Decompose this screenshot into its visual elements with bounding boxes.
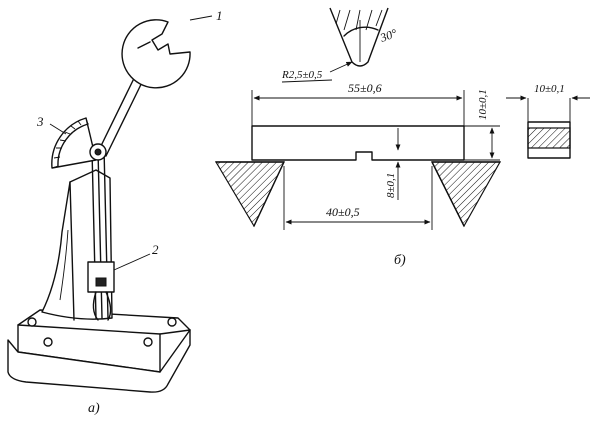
span-label: 40±0,5: [326, 205, 360, 219]
support-right: [431, 161, 502, 228]
angle-scale: [51, 117, 97, 169]
callout-scale: 3: [36, 114, 44, 129]
length-label: 55±0,6: [348, 81, 382, 95]
pendulum-hammer: [121, 19, 191, 89]
bolt-icon: [167, 317, 177, 327]
bolt-icon: [143, 337, 153, 347]
support-left: [214, 161, 285, 228]
radius-label: R2,5±0,5: [281, 69, 323, 81]
specimen-drawing: 30° R2,5±0,5 55±0,6 10±0,1 8±0,1 40±0,5: [214, 7, 590, 268]
pendulum-machine: 1 3 2 а): [7, 8, 223, 416]
callout-holder: 2: [152, 242, 159, 257]
section-width-label: 10±0,1: [534, 83, 565, 95]
striker-angle-label: 30°: [377, 26, 399, 45]
specimen-bar: [251, 125, 465, 161]
caption-b: б): [394, 253, 406, 268]
caption-a: а): [88, 401, 100, 416]
machine-base: [7, 309, 191, 393]
notch-depth-label: 8±0,1: [385, 173, 397, 198]
specimen-holder: [87, 261, 115, 321]
callout-hammer: 1: [216, 8, 223, 23]
height-label: 10±0,1: [477, 89, 489, 120]
bolt-icon: [43, 337, 53, 347]
bolt-icon: [27, 317, 37, 327]
